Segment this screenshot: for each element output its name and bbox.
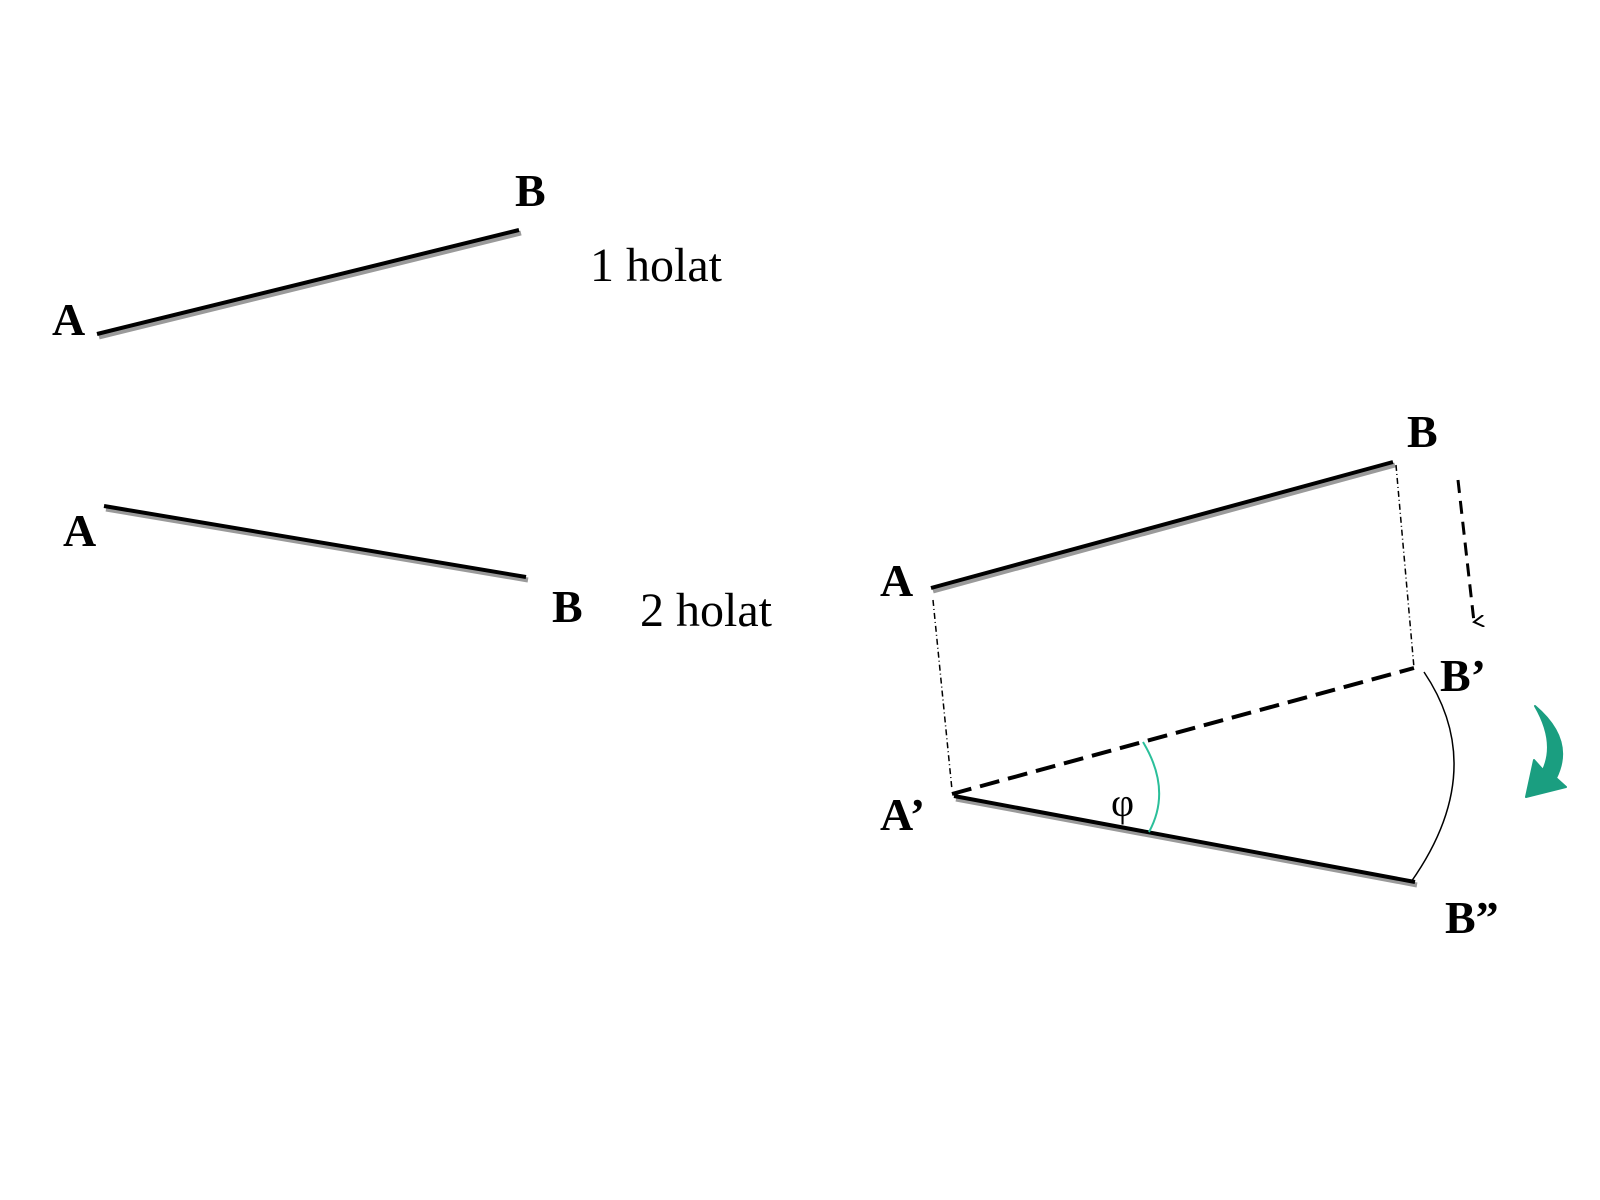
segment-ab-1 (96, 228, 520, 336)
state-2-label-b: B (552, 581, 583, 632)
angle-arc (1142, 741, 1161, 833)
translation-guide-a (932, 599, 953, 791)
motion-label-b-prime: B’ (1440, 650, 1486, 701)
segment-ab-3 (930, 460, 1394, 590)
segment-a-prime-b-double-prime (953, 794, 1416, 884)
angle-label-phi: φ (1111, 780, 1134, 825)
segment-ab-1-shadow (98, 230, 522, 340)
state-1-group: A B 1 holat (52, 165, 723, 345)
motion-label-b-double-prime: B” (1445, 892, 1499, 943)
translation-guide-b (1395, 464, 1415, 669)
state-1-caption: 1 holat (590, 239, 723, 292)
segment-a-prime-b-double-prime-shadow (955, 796, 1418, 888)
motion-label-a: A (880, 555, 913, 606)
state-1-label-b: B (515, 165, 546, 216)
segment-a-prime-b-prime (951, 666, 1415, 796)
rotation-arc (1410, 671, 1455, 883)
segment-ab-3-shadow (932, 462, 1396, 594)
state-2-caption: 2 holat (640, 584, 773, 637)
translation-arrow (1456, 479, 1474, 622)
motion-label-a-prime: A’ (880, 789, 925, 840)
state-2-label-a: A (63, 505, 96, 556)
motion-label-b: B (1407, 406, 1438, 457)
rotation-direction-arrow-icon (1525, 705, 1567, 798)
state-1-label-a: A (52, 294, 85, 345)
segment-ab-2-shadow (105, 506, 529, 583)
state-2-group: A B 2 holat (63, 504, 773, 637)
motion-group: A B B’ A’ B” φ (880, 406, 1567, 943)
segment-ab-2 (103, 504, 527, 579)
